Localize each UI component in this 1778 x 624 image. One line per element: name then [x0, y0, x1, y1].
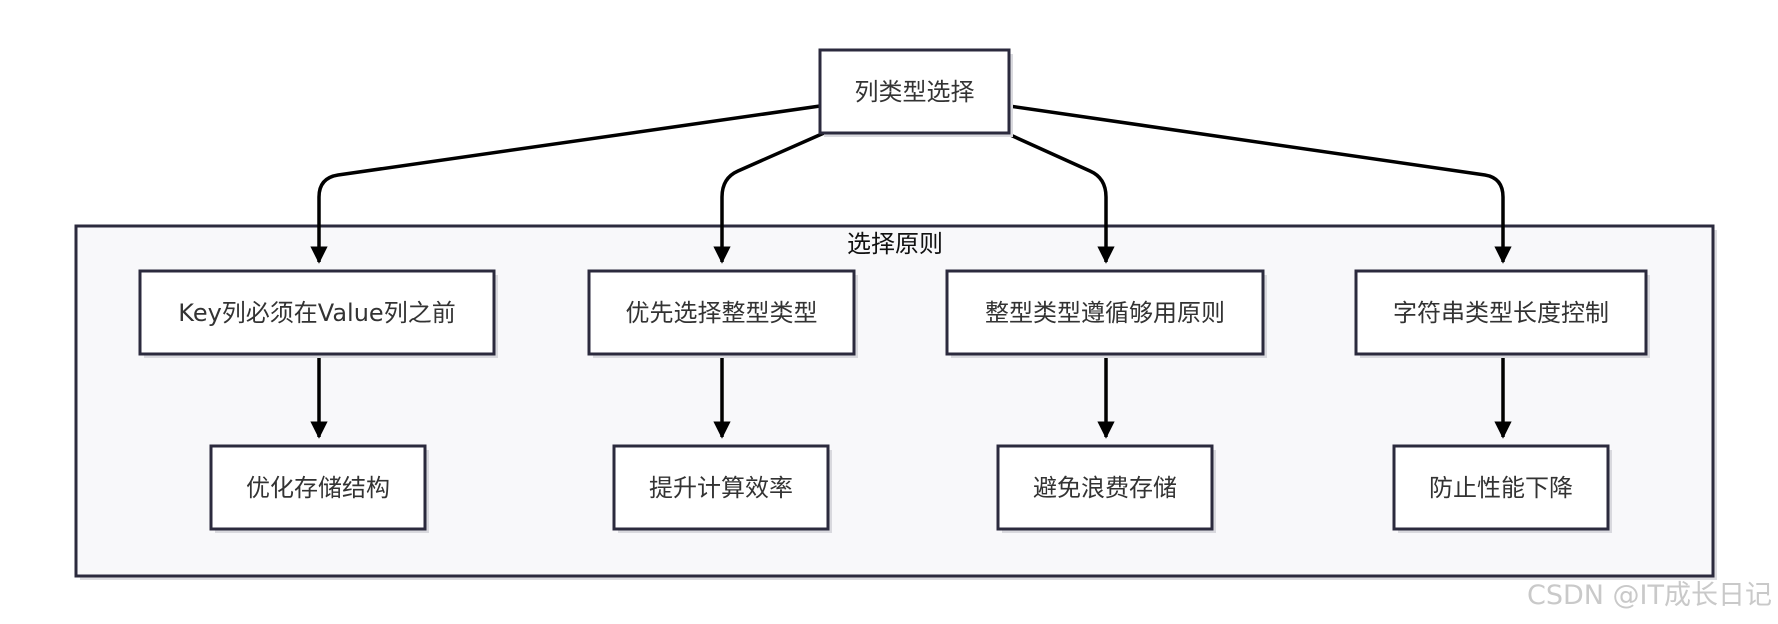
principle-node-label: 整型类型遵循够用原则: [985, 299, 1225, 327]
outcome-node-label: 提升计算效率: [649, 474, 793, 502]
principle-node-label: 优先选择整型类型: [626, 299, 818, 327]
principle-node-1: Key列必须在Value列之前: [138, 269, 498, 358]
edge-root-to-principle-4: [1008, 104, 1512, 264]
outcome-node-label: 避免浪费存储: [1033, 474, 1177, 502]
root-edges: [310, 104, 1512, 264]
watermark-text: CSDN @IT成长日记: [1527, 580, 1772, 611]
outcome-node-1: 优化存储结构: [209, 444, 429, 533]
edge-root-to-principle-2: [713, 131, 825, 264]
principle-node-label: Key列必须在Value列之前: [178, 299, 455, 327]
principle-node-label: 字符串类型长度控制: [1393, 299, 1609, 327]
principle-node-2: 优先选择整型类型: [587, 269, 858, 358]
principle-node-3: 整型类型遵循够用原则: [945, 269, 1267, 358]
root-node-label: 列类型选择: [855, 78, 975, 106]
principle-node-4: 字符串类型长度控制: [1354, 269, 1650, 358]
outcome-edges: [310, 356, 1512, 439]
outcome-node-2: 提升计算效率: [612, 444, 832, 533]
outcome-node-label: 优化存储结构: [246, 474, 390, 502]
root-node: 列类型选择: [818, 48, 1013, 137]
cluster-title: 选择原则: [847, 230, 943, 258]
outcome-node-3: 避免浪费存储: [996, 444, 1216, 533]
edge-root-to-principle-3: [1005, 131, 1115, 264]
edge-root-to-principle-1: [310, 104, 821, 264]
outcome-node-4: 防止性能下降: [1392, 444, 1612, 533]
outcome-node-label: 防止性能下降: [1429, 474, 1573, 502]
